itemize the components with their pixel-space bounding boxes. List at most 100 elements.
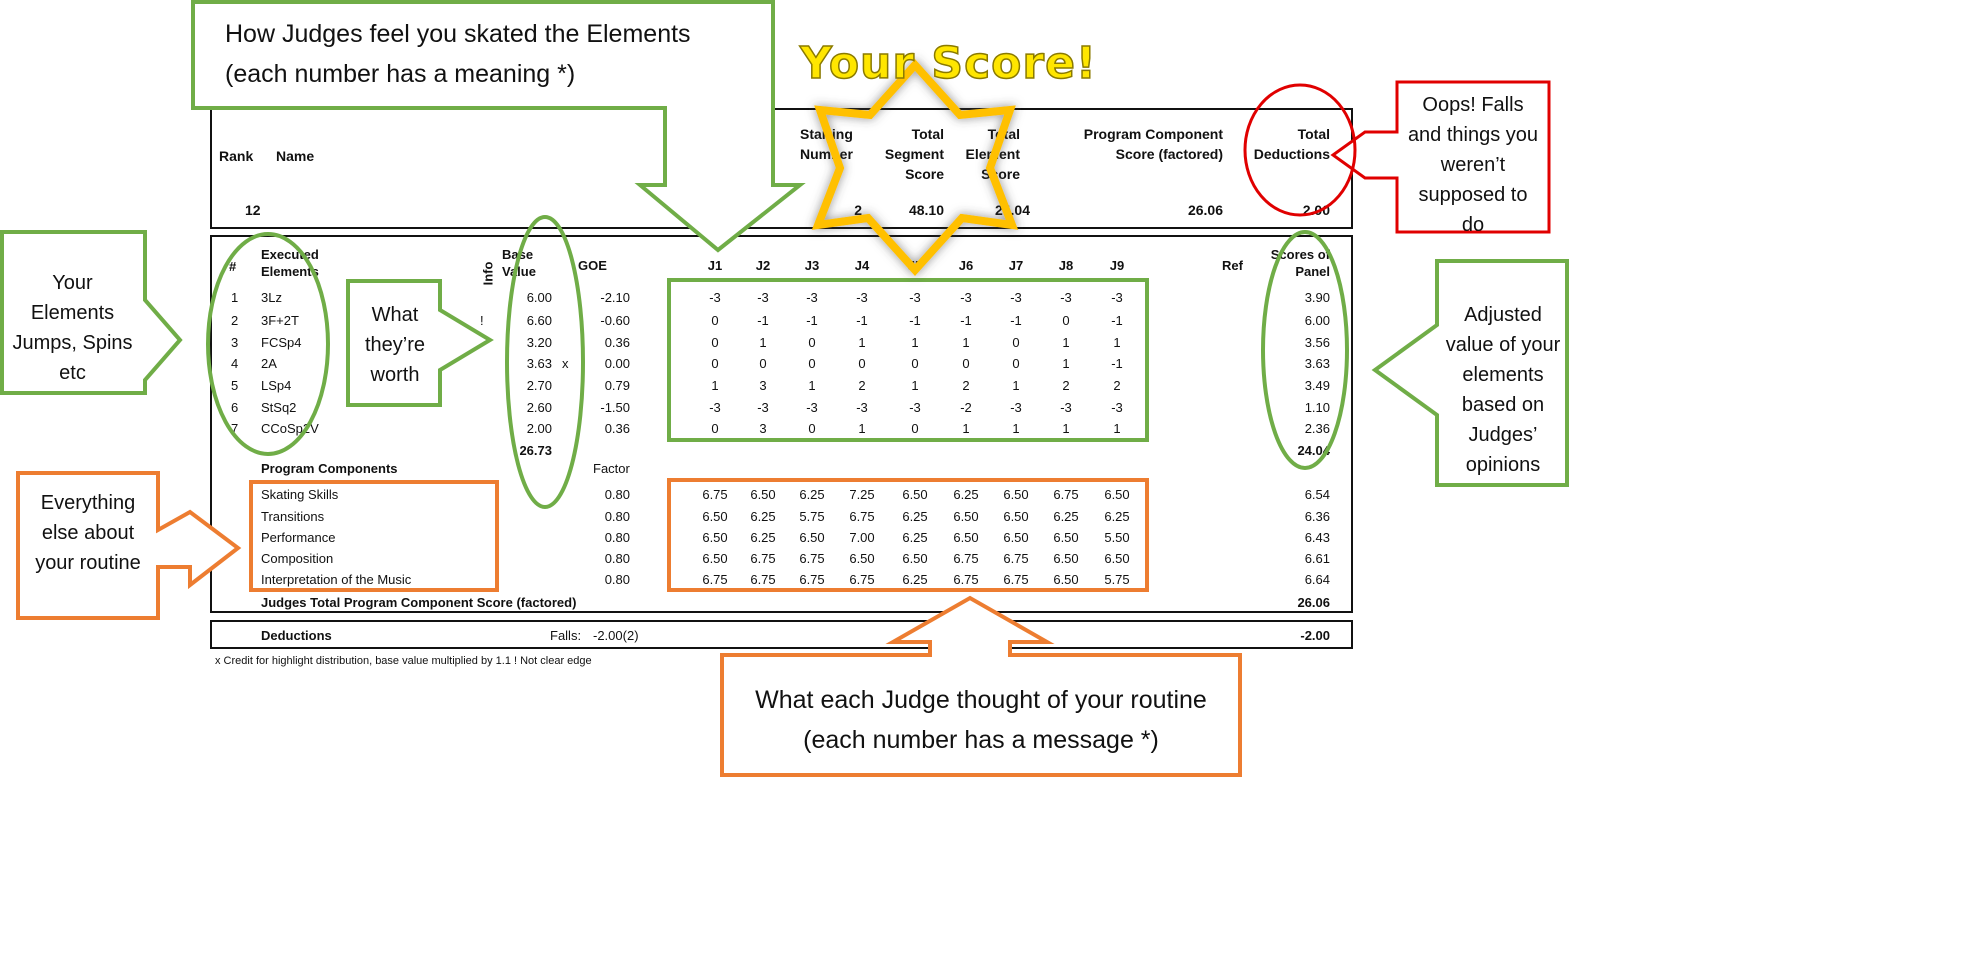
element-num: 4 xyxy=(231,356,239,371)
element-info: ! xyxy=(480,313,484,328)
judge-component: 6.50 xyxy=(849,551,875,566)
component-factor: 0.80 xyxy=(604,572,630,587)
judge-goe: 1 xyxy=(911,335,919,350)
judge-component: 6.50 xyxy=(902,551,928,566)
rank-value: 12 xyxy=(245,202,261,218)
element-panel: 2.36 xyxy=(1304,421,1330,436)
judge-goe: 1 xyxy=(1062,335,1070,350)
judge-goe: 0 xyxy=(911,421,919,436)
judge-goe: -3 xyxy=(1111,290,1123,305)
judge-goe: 0 xyxy=(808,335,816,350)
judge-goe: -2 xyxy=(960,400,972,415)
pcs-value: 26.06 xyxy=(1187,202,1223,218)
pcs-label: Program Component Score (factored) xyxy=(1083,126,1223,162)
judge-goe: 1 xyxy=(1012,421,1020,436)
falls-value: -2.00(2) xyxy=(593,628,639,643)
judge-component: 6.50 xyxy=(799,530,825,545)
judge-component: 6.75 xyxy=(953,551,979,566)
judge-component: 5.75 xyxy=(1104,572,1130,587)
judge-goe: 1 xyxy=(808,378,816,393)
element-base: 3.20 xyxy=(526,335,552,350)
tss-label: Total Segment Score xyxy=(884,126,944,182)
goe-callout-line1: How Judges feel you skated the Elements xyxy=(225,20,691,48)
element-goe: 0.79 xyxy=(604,378,630,393)
deductions-total: -2.00 xyxy=(1300,628,1330,643)
panel-total: 24.04 xyxy=(1297,443,1330,458)
judge-header: J5 xyxy=(907,258,923,273)
judge-goe: -3 xyxy=(709,290,721,305)
judge-goe: 2 xyxy=(858,378,866,393)
element-x: x xyxy=(562,356,569,371)
factor-label: Factor xyxy=(593,461,630,476)
judge-component: 6.50 xyxy=(902,487,928,502)
element-goe: 0.36 xyxy=(604,335,630,350)
judge-goe: 2 xyxy=(1113,378,1121,393)
judge-goe: 0 xyxy=(808,421,816,436)
element-base: 6.00 xyxy=(526,290,552,305)
element-base: 3.63 xyxy=(526,356,552,371)
judge-component: 7.00 xyxy=(849,530,875,545)
components-total: 26.06 xyxy=(1297,595,1330,610)
col-elements: Executed Elements xyxy=(261,247,319,279)
element-base: 2.70 xyxy=(526,378,552,393)
judge-component: 6.50 xyxy=(1003,509,1029,524)
judge-component: 6.75 xyxy=(1003,572,1029,587)
judge-component: 6.25 xyxy=(1053,509,1079,524)
judge-component: 7.25 xyxy=(849,487,875,502)
judge-component: 6.50 xyxy=(1003,530,1029,545)
judge-component: 6.75 xyxy=(750,572,776,587)
judge-goe: 0 xyxy=(1012,356,1020,371)
judge-component: 6.75 xyxy=(702,572,728,587)
judge-component: 6.75 xyxy=(1003,551,1029,566)
component-name: Transitions xyxy=(261,509,325,524)
judge-goe: -3 xyxy=(806,290,818,305)
col-ref: Ref xyxy=(1222,258,1243,273)
element-goe: 0.00 xyxy=(604,356,630,371)
base-total: 26.73 xyxy=(519,443,552,458)
judge-goe: -1 xyxy=(1111,313,1123,328)
judge-component: 6.25 xyxy=(953,487,979,502)
judge-component: 6.25 xyxy=(902,572,928,587)
col-info: Info xyxy=(480,261,496,286)
element-base: 2.00 xyxy=(526,421,552,436)
judge-goe: 3 xyxy=(759,378,767,393)
element-goe: 0.36 xyxy=(604,421,630,436)
judge-goe: 1 xyxy=(962,421,970,436)
judge-goe: -3 xyxy=(1060,400,1072,415)
goe-callout-line2: (each number has a meaning *) xyxy=(225,60,576,88)
judge-component: 5.75 xyxy=(799,509,825,524)
judge-goe: -1 xyxy=(856,313,868,328)
judge-goe: 0 xyxy=(911,356,919,371)
component-factor: 0.80 xyxy=(604,509,630,524)
element-num: 5 xyxy=(231,378,239,393)
judge-goe: 1 xyxy=(858,335,866,350)
component-name: Composition xyxy=(261,551,334,566)
judge-goe: 0 xyxy=(858,356,866,371)
element-goe: -1.50 xyxy=(600,400,630,415)
element-num: 3 xyxy=(231,335,239,350)
judge-component: 6.75 xyxy=(1053,487,1079,502)
judge-goe: 0 xyxy=(711,335,719,350)
elements-callout: Your Elements Jumps, Spins etc xyxy=(12,272,133,384)
judge-component: 6.25 xyxy=(902,530,928,545)
deductions-box xyxy=(210,620,1353,649)
judge-goe: 0 xyxy=(711,356,719,371)
element-panel: 3.56 xyxy=(1304,335,1330,350)
judge-goe: -3 xyxy=(709,400,721,415)
component-score: 6.36 xyxy=(1304,509,1330,524)
component-name: Interpretation of the Music xyxy=(261,572,412,587)
judge-goe: 1 xyxy=(1012,378,1020,393)
judge-goe: 1 xyxy=(1113,335,1121,350)
element-panel: 3.49 xyxy=(1304,378,1330,393)
tss-value: 48.10 xyxy=(908,202,944,218)
judge-component: 6.50 xyxy=(1053,551,1079,566)
element-panel: 6.00 xyxy=(1304,313,1330,328)
your-score-title: Your Score! xyxy=(799,37,1097,90)
judge-component: 6.50 xyxy=(953,509,979,524)
element-code: 3Lz xyxy=(261,290,282,305)
element-panel: 3.63 xyxy=(1304,356,1330,371)
judge-component: 6.25 xyxy=(799,487,825,502)
judge-component: 6.50 xyxy=(1104,487,1130,502)
judge-goe: 1 xyxy=(1062,421,1070,436)
judge-component: 6.75 xyxy=(799,572,825,587)
